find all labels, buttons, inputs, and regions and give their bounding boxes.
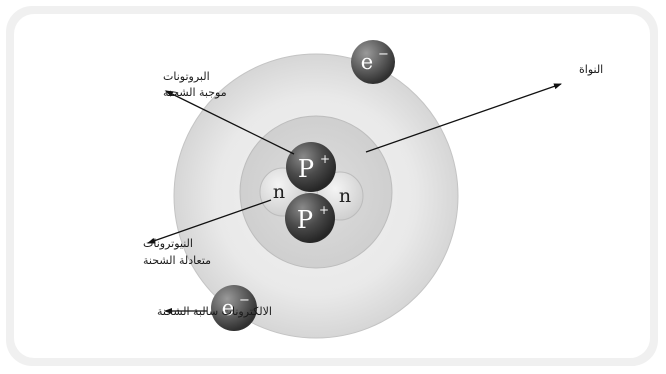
electron-top-charge: −: [378, 47, 389, 62]
neutrons-label-line2: متعادلة الشحنة: [143, 254, 211, 267]
electron-bottom-charge: −: [239, 293, 250, 308]
proton-top: [286, 142, 336, 192]
neutrons-arrow: [147, 199, 272, 244]
protons-label-line1: البروتونات: [163, 70, 210, 83]
proton-bottom-charge: +: [319, 203, 329, 217]
nucleus-label: النواة: [579, 63, 603, 76]
proton-bottom: [285, 193, 335, 243]
proton-top-symbol: P: [298, 155, 314, 183]
neutron-right-symbol: n: [339, 185, 351, 207]
protons-label-line2: موجبة الشحنة: [163, 86, 227, 99]
proton-top-charge: +: [320, 152, 330, 166]
protons-arrow: [165, 90, 295, 155]
electron-bottom-symbol: e: [222, 296, 234, 320]
nucleus-region: [239, 115, 393, 269]
neutrons-label-line1: النيوترونات: [143, 237, 193, 250]
neutron-left-symbol: n: [273, 181, 285, 203]
nucleus-arrow: [365, 83, 562, 153]
electron-top: [351, 40, 395, 84]
proton-bottom-symbol: P: [297, 206, 313, 234]
electron-bottom: [211, 285, 257, 331]
electrons-label: الالكترونات سالبة الشحنة: [157, 305, 272, 318]
electron-top-symbol: e: [361, 50, 373, 74]
